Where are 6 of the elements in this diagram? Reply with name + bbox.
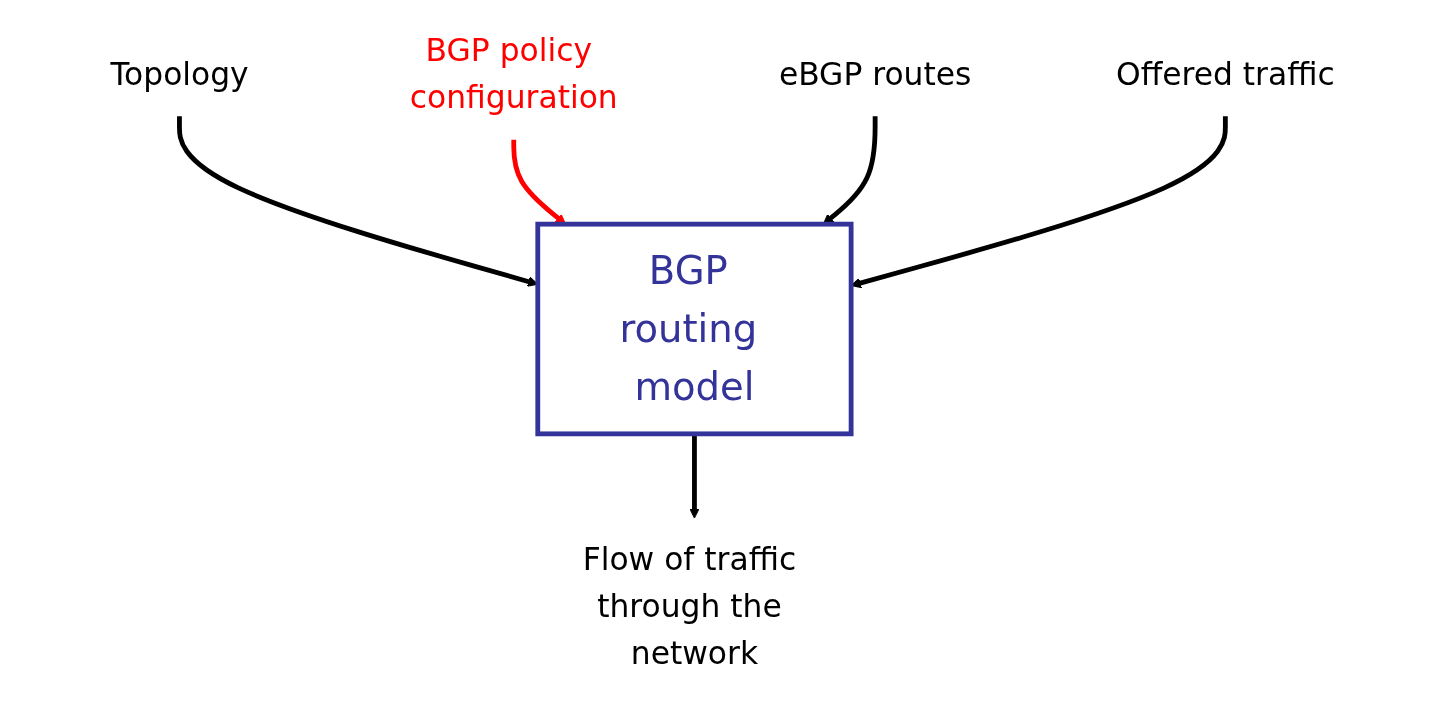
node-box: BGP routing model — [535, 221, 854, 437]
node-text: Topology — [110, 56, 249, 93]
node-text: Offered traffic — [1115, 56, 1335, 93]
node-text: eBGP routes — [778, 56, 972, 93]
node-text: Flow of traffic through the network — [582, 541, 797, 672]
node-text: BGP policy configuration — [409, 32, 618, 116]
